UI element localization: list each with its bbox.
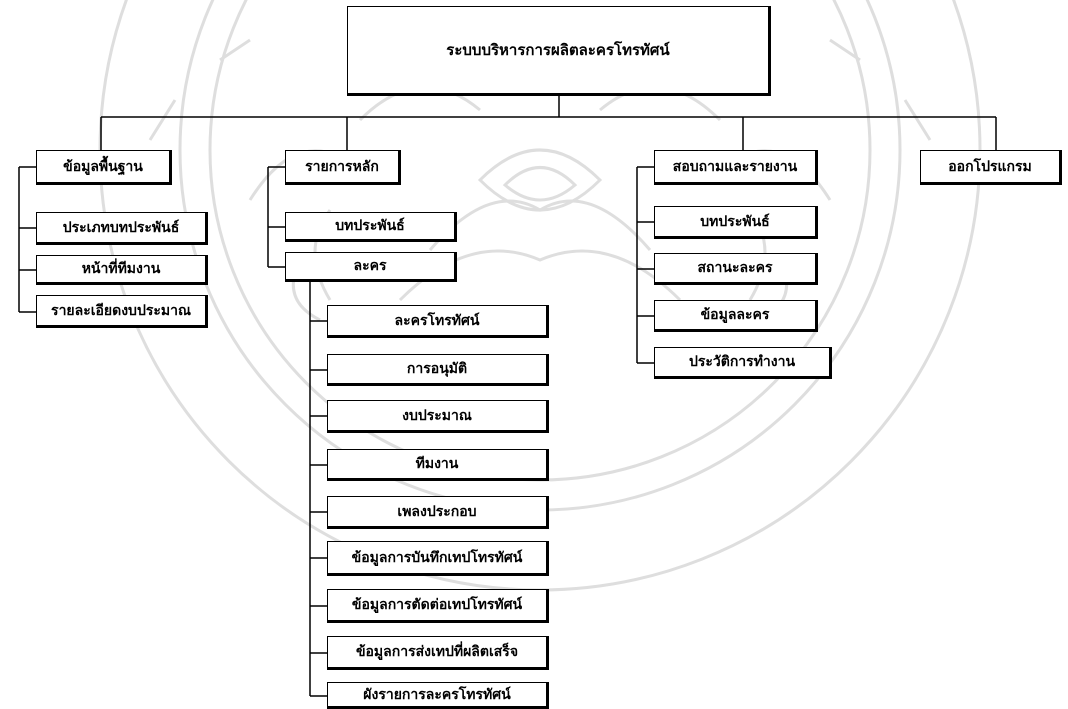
report-drama-info[interactable]: ข้อมูลละคร: [654, 300, 818, 332]
drama-item-recording-info[interactable]: ข้อมูลการบันทึกเทปโทรทัศน์: [327, 541, 549, 576]
report-work-history[interactable]: ประวัติการทำงาน: [654, 347, 832, 379]
drama-item-team[interactable]: ทีมงาน: [327, 449, 549, 481]
child-work-type[interactable]: ประเภทบทประพันธ์: [36, 212, 208, 245]
report-literary-work[interactable]: บทประพันธ์: [654, 206, 818, 239]
drama-item-soundtrack[interactable]: เพลงประกอบ: [327, 496, 549, 529]
drama-item-budget[interactable]: งบประมาณ: [327, 400, 549, 433]
drama-item-tv-drama[interactable]: ละครโทรทัศน์: [327, 305, 549, 338]
child-budget-detail[interactable]: รายละเอียดงบประมาณ: [36, 295, 208, 328]
branch-query-report[interactable]: สอบถามและรายงาน: [654, 150, 818, 185]
child-literary-work[interactable]: บทประพันธ์: [285, 212, 457, 242]
child-drama[interactable]: ละคร: [285, 252, 457, 282]
branch-main-menu[interactable]: รายการหลัก: [285, 150, 401, 185]
branch-basic-data[interactable]: ข้อมูลพื้นฐาน: [36, 150, 172, 185]
drama-item-approval[interactable]: การอนุมัติ: [327, 354, 549, 386]
report-drama-status[interactable]: สถานะละคร: [654, 253, 818, 285]
drama-item-editing-info[interactable]: ข้อมูลการตัดต่อเทปโทรทัศน์: [327, 589, 549, 623]
drama-item-schedule[interactable]: ผังรายการละครโทรทัศน์: [327, 682, 549, 709]
drama-item-delivery-info[interactable]: ข้อมูลการส่งเทปที่ผลิตเสร็จ: [327, 636, 549, 670]
root-system-box[interactable]: ระบบบริหารการผลิตละครโทรทัศน์: [347, 6, 771, 96]
child-team-role[interactable]: หน้าที่ทีมงาน: [36, 255, 208, 285]
branch-exit-program[interactable]: ออกโปรแกรม: [920, 150, 1062, 185]
